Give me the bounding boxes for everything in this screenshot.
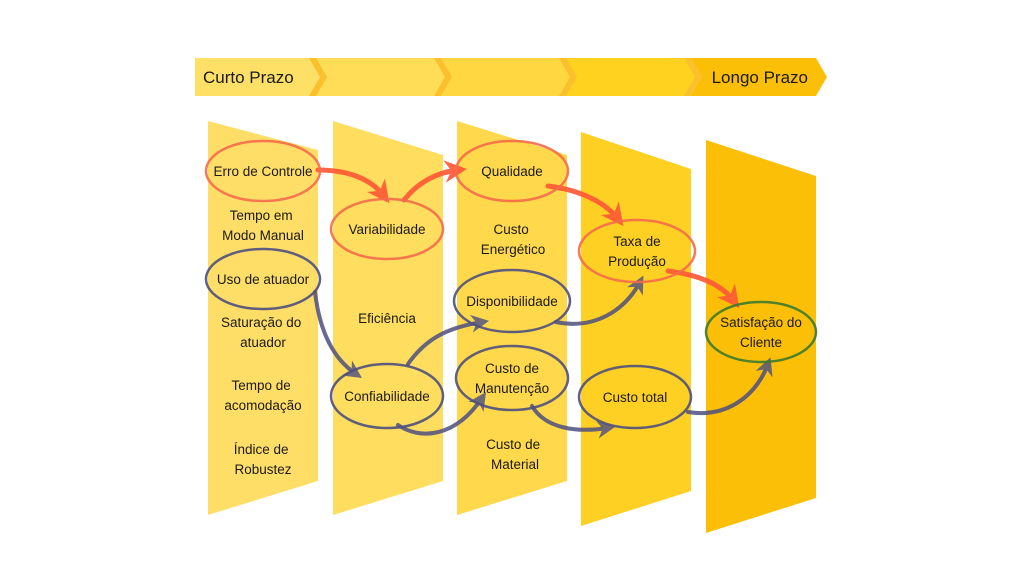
node-label: Custo total: [603, 390, 668, 405]
edge-arrow-custo-manutencao-to-custo-total: [530, 404, 616, 439]
column-4: [581, 132, 691, 526]
label-indice-robustez: Índice de Robustez: [234, 442, 293, 477]
timeline-segment-5: [688, 58, 827, 96]
edge-arrow-disponibilidade-to-taxa-producao: [554, 275, 644, 326]
edge-arrow-confiabilidade-to-custo-manutencao: [396, 392, 487, 436]
timeline-segment-1: [195, 58, 323, 96]
column-1: [208, 121, 318, 515]
chevron-icon: [684, 58, 702, 96]
edge-arrow-custo-total-to-satisfacao: [686, 357, 773, 416]
node-outline: [454, 139, 570, 203]
node-outline: [329, 362, 445, 430]
node-label: Variabilidade: [348, 222, 425, 237]
column-3: [457, 121, 567, 515]
timeline-segment-2: [313, 58, 448, 96]
node-label: Uso de atuador: [217, 272, 310, 287]
timeline-banner: Curto Prazo Longo Prazo: [195, 58, 827, 96]
label-tempo-modo-manual: Tempo em Modo Manual: [222, 208, 304, 243]
label-tempo-acomodacao: Tempo de acomodação: [224, 378, 301, 413]
column-2: [333, 121, 443, 515]
node-label: Confiabilidade: [344, 389, 430, 404]
node-label: Qualidade: [481, 164, 543, 179]
node-outline: [204, 247, 322, 311]
chevron-icon: [434, 58, 452, 96]
node-outline: [577, 218, 697, 284]
node-confiabilidade: Confiabilidade: [329, 362, 445, 430]
node-label: Erro de Controle: [213, 164, 312, 179]
node-custo-total: Custo total: [577, 364, 693, 430]
timeline-segment-4: [563, 58, 698, 96]
label-eficiencia: Eficiência: [358, 311, 416, 326]
node-variabilidade: Variabilidade: [329, 197, 445, 261]
node-disponibilidade: Disponibilidade: [452, 268, 572, 334]
node-outline: [704, 300, 818, 364]
node-outline: [452, 268, 572, 334]
node-outline: [204, 139, 322, 203]
node-qualidade: Qualidade: [454, 139, 570, 203]
column-5: [706, 140, 816, 533]
node-uso-atuador: Uso de atuador: [204, 247, 322, 311]
timeline-label-short-term: Curto Prazo: [203, 68, 294, 87]
timeline-label-long-term: Longo Prazo: [712, 68, 808, 87]
node-erro-controle: Erro de Controle: [204, 139, 322, 203]
edge-arrow-variabilidade-to-qualidade: [401, 160, 467, 203]
label-custo-energetico: Custo Energético: [481, 222, 546, 257]
node-outline: [454, 344, 570, 412]
chevron-icon: [559, 58, 577, 96]
chevron-icon: [309, 58, 327, 96]
edges: [313, 160, 773, 439]
edge-arrow-erro-controle-to-variabilidade: [315, 167, 390, 204]
label-saturacao-atuador: Saturação do atuador: [221, 315, 305, 350]
label-custo-material: Custo de Material: [486, 437, 544, 472]
node-outline: [577, 364, 693, 430]
plain-labels: Tempo em Modo Manual Saturação do atuado…: [221, 208, 545, 477]
edge-arrow-uso-atuador-to-confiabilidade: [313, 290, 362, 378]
node-label: Disponibilidade: [466, 294, 558, 309]
timeline-segment-3: [438, 58, 573, 96]
node-outline: [329, 197, 445, 261]
